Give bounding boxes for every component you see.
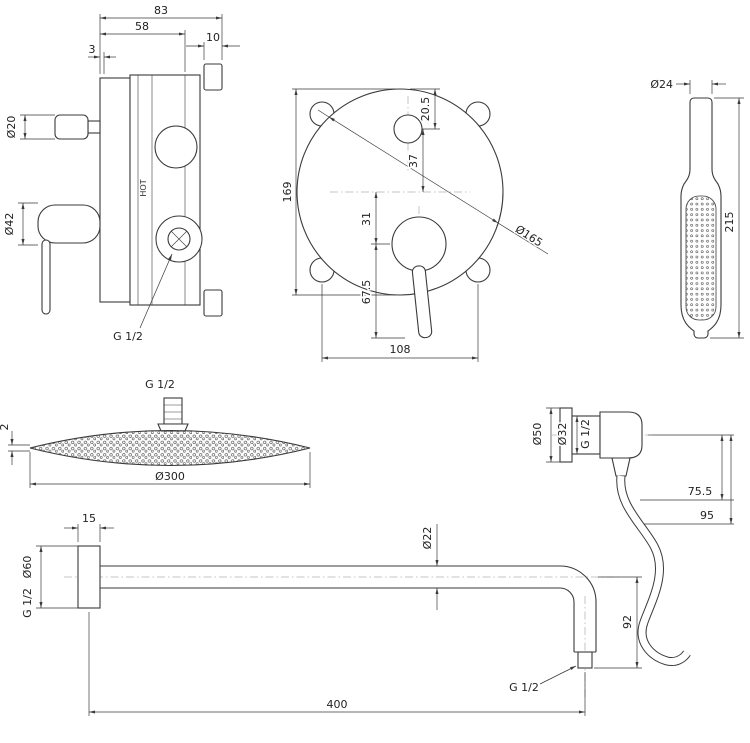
flow-lever-handle [41,239,51,315]
dia-60-label: Ø60 [21,556,34,579]
valve-side-view: 83 58 10 3 Ø20 Ø42 G 1/2 HOT [2,3,240,345]
dia-24-label: Ø24 [650,78,673,91]
valve-brand-marking: HOT [139,179,148,196]
overhead-shower-view: G 1/2 2 Ø300 [0,377,311,488]
wall-outlet-view: 75.5 95 Ø50 Ø32 G 1/2 [530,407,734,666]
dia-300-label: Ø300 [155,470,185,483]
dim-400-label: 400 [327,698,348,711]
knob-stem [87,120,101,134]
dia-32-label: Ø32 [556,423,569,446]
dim-58-label: 58 [135,20,149,33]
arm-outlet-nipple [577,651,593,669]
valve-body [129,74,201,306]
dim-2-label: 2 [0,424,11,431]
flow-lever-body [37,204,101,244]
shower-head-disc [29,430,311,466]
arm-wall-flange [77,545,101,609]
dim-31-label: 31 [360,212,373,226]
dim-215-label: 215 [723,212,736,233]
dim-20-5-label: 20.5 [419,97,432,122]
dim-92-label: 92 [621,615,634,629]
dia-165-label: Ø165 [513,223,545,250]
dim-95-label: 95 [700,509,714,522]
outlet-thread-label: G 1/2 [579,419,592,449]
dim-37-label: 37 [407,154,420,168]
temperature-knob [54,114,89,140]
flow-knob-front [391,216,447,272]
arm-wall-thread-label: G 1/2 [21,588,34,618]
arm-end-thread-label: G 1/2 [509,681,539,694]
handheld-shower-view: Ø24 215 [649,77,744,339]
head-thread-label: G 1/2 [145,378,175,391]
valve-top-lug [203,63,223,91]
shower-arm-view: 15 Ø60 G 1/2 Ø22 92 400 G 1/2 [20,511,642,716]
dia-50-label: Ø50 [531,423,544,446]
dim-3-label: 3 [89,43,96,56]
shower-hose [616,475,691,666]
dim-67-5-label: 67.5 [360,280,373,305]
dia-20-label: Ø20 [5,116,18,139]
head-thread-nipple [163,397,183,425]
dim-15-label: 15 [82,512,96,525]
dim-75-5-label: 75.5 [688,485,713,498]
dim-83-label: 83 [154,4,168,17]
flow-lever-front [411,265,433,339]
head-connector-flange [157,423,189,432]
valve-knurled-section [99,77,131,303]
valve-outlet-thread-label: G 1/2 [113,330,143,343]
temperature-knob-front [393,114,423,144]
valve-front-view: Ø165 169 20.5 37 31 67.5 108 [280,88,549,362]
dim-10-label: 10 [206,31,220,44]
dia-42-label: Ø42 [3,213,16,236]
dim-169-label: 169 [281,182,294,203]
handset-holder [599,411,643,459]
valve-bottom-lug [203,289,223,317]
valve-upper-port [154,125,198,169]
dim-108-label: 108 [390,343,411,356]
handset-spray-face [685,195,717,321]
hose-nut [611,457,631,477]
dia-22-label: Ø22 [421,527,434,550]
